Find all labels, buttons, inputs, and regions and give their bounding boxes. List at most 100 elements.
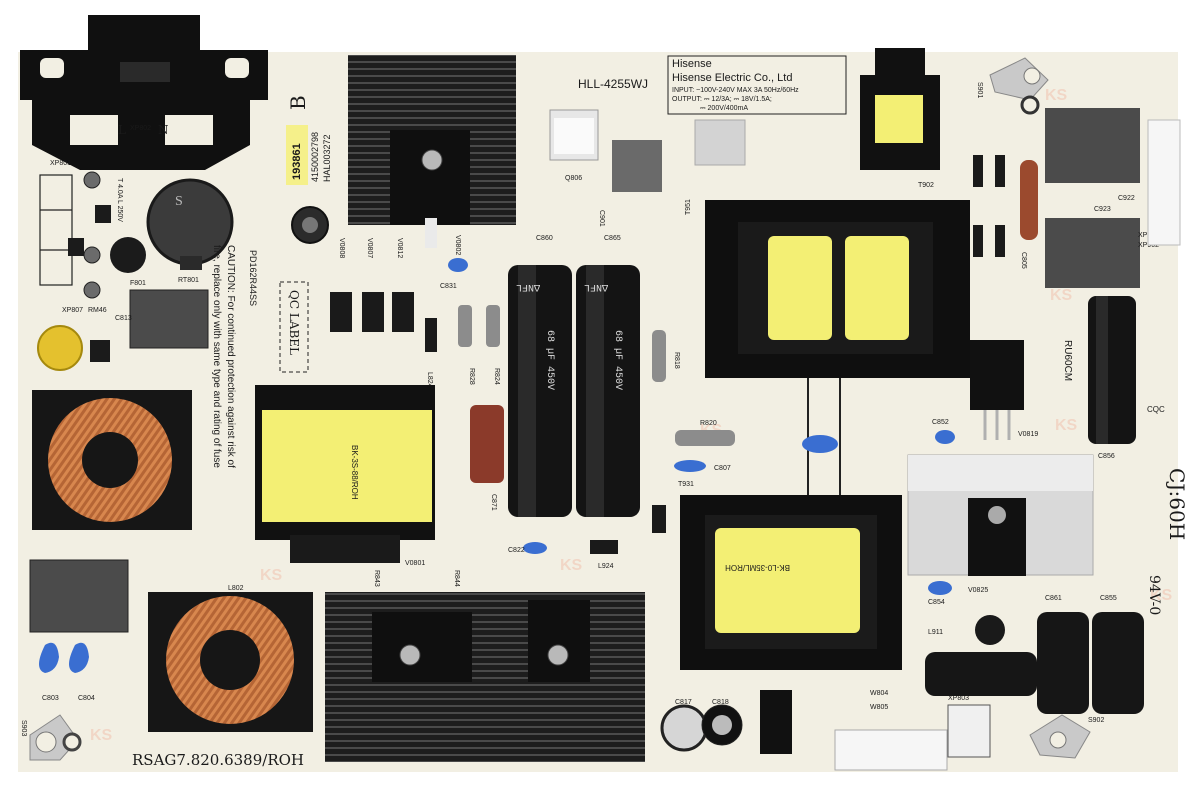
yellow-disc-capacitor — [37, 325, 83, 371]
svg-text:KS: KS — [1055, 417, 1078, 434]
t931-label: T931 — [678, 481, 694, 488]
electrolytic-c861 — [1037, 612, 1089, 714]
bulk-capacitor-2 — [576, 265, 640, 517]
cqc-text: CQC — [1147, 405, 1165, 414]
diode-vertical — [652, 505, 666, 533]
c805-label: C805 — [1020, 252, 1027, 269]
small-transistor-2 — [68, 238, 84, 256]
black-disc — [110, 237, 146, 273]
electrolytic-c856 — [1088, 296, 1136, 444]
w804-label: W804 — [870, 690, 888, 697]
resistor-r828 — [458, 305, 472, 347]
output-connector-bottom — [834, 729, 948, 771]
x-capacitor-lower — [29, 559, 129, 633]
svg-text:KS: KS — [260, 567, 283, 584]
small-electrolytic-top — [302, 217, 318, 233]
r818-label: R818 — [673, 352, 680, 369]
serial-1: 193861 — [291, 143, 303, 180]
film-capacitor-c871 — [470, 405, 504, 483]
metal-shield — [694, 119, 746, 166]
c854-label: C854 — [928, 599, 945, 606]
c817-label: C817 — [675, 699, 692, 706]
fuse-silk-area — [39, 174, 73, 286]
part-number: RSAG7.820.6389/ROH — [132, 751, 304, 769]
serial-3: HAL003272 — [322, 134, 332, 182]
t951-label: T951 — [685, 199, 692, 215]
blue-cap-c822 — [523, 542, 547, 554]
board-code: CJ:60H — [1165, 468, 1189, 540]
c803-label: C803 — [42, 695, 59, 702]
s901-label: S901 — [976, 82, 983, 98]
c871-label: C871 — [490, 494, 497, 511]
c807-label: C807 — [714, 465, 731, 472]
x-capacitor-c813 — [129, 289, 209, 349]
c818-label: C818 — [712, 699, 729, 706]
x-capacitor-c923 — [1045, 218, 1140, 288]
w805-label: W805 — [870, 704, 888, 711]
r843-label: R843 — [373, 570, 380, 587]
svg-text:KS: KS — [560, 557, 583, 574]
blue-cap-c804 — [69, 642, 89, 673]
v0802-label: V0802 — [454, 235, 461, 255]
f801-label: F801 — [130, 280, 146, 287]
serial-sticker — [286, 125, 308, 185]
t902-label: T902 — [918, 182, 934, 189]
electrolytic-horizontal — [925, 652, 1037, 696]
pfc-bobbin-text: BK-L0-35ML/ROH — [725, 563, 790, 572]
transformer-standby — [255, 385, 435, 563]
serial-2: 4150002798 — [310, 132, 320, 182]
c822-label: C822 — [508, 547, 525, 554]
rectifier-diodes — [330, 292, 437, 352]
blue-cap-c831 — [448, 258, 468, 272]
common-mode-choke-l802 — [148, 592, 313, 732]
l924-label: L924 — [598, 563, 614, 570]
c852-label: C852 — [932, 419, 949, 426]
svg-text:KS: KS — [1150, 587, 1173, 604]
common-mode-choke-top — [32, 390, 192, 530]
blue-cap-c852 — [935, 430, 955, 444]
small-black-part — [90, 340, 110, 362]
neutral-label: N — [158, 123, 169, 137]
flame-rating: 94V-0 — [1146, 575, 1162, 615]
output-spec-2: ⎓ 200V/400mA — [700, 105, 748, 112]
rt801-label: RT801 — [178, 277, 199, 284]
v0825-label: V0825 — [968, 587, 988, 594]
v0801-label: V0801 — [405, 560, 425, 567]
rm46-label: RM46 — [88, 307, 107, 314]
c804-label: C804 — [78, 695, 95, 702]
grey-capacitor-c901 — [612, 140, 662, 192]
v0819-label: V0819 — [1018, 431, 1038, 438]
blue-cap-c807 — [674, 460, 706, 472]
ac-input-connector — [20, 15, 268, 170]
c865-label: C865 — [604, 235, 621, 242]
heatsink-bottom — [325, 592, 645, 762]
xp807-label: XP807 — [62, 307, 83, 314]
r824-label: R824 — [493, 368, 500, 385]
c901-label: C901 — [598, 210, 605, 227]
xp801-label: XP801 — [50, 160, 71, 167]
pd-code: PD162R44SS — [248, 250, 258, 306]
electrolytic-c817 — [660, 704, 708, 752]
c856-label: C856 — [1098, 453, 1115, 460]
resistor-r818 — [652, 330, 666, 382]
resistor-r820 — [675, 430, 735, 446]
x-capacitor-c922 — [1045, 108, 1140, 183]
c861-label: C861 — [1045, 595, 1062, 602]
bobbin-text: BK-3S-88/ROH — [350, 445, 359, 500]
q806-face — [554, 118, 594, 154]
inductor-l911 — [975, 615, 1005, 645]
c860-label: C860 — [536, 235, 553, 242]
bulk-cap-1-rating: 68 µF 450V — [544, 330, 555, 390]
line-label: L — [118, 123, 126, 137]
svg-text:KS: KS — [1045, 87, 1068, 104]
bulk-capacitor-1 — [508, 265, 572, 517]
v0807-label: V0807 — [366, 238, 373, 258]
blue-cap-c803 — [39, 642, 59, 673]
mount-screw-top-right — [989, 57, 1049, 115]
ceramic-text: RU60CM — [1062, 340, 1073, 381]
blue-cap-center — [802, 435, 838, 453]
caution-line-1: CAUTION: For continued protection agains… — [225, 245, 236, 468]
company-name: Hisense Electric Co., Ltd — [672, 72, 792, 84]
to220-transistor-v0819 — [970, 340, 1024, 410]
small-ic — [760, 690, 792, 754]
